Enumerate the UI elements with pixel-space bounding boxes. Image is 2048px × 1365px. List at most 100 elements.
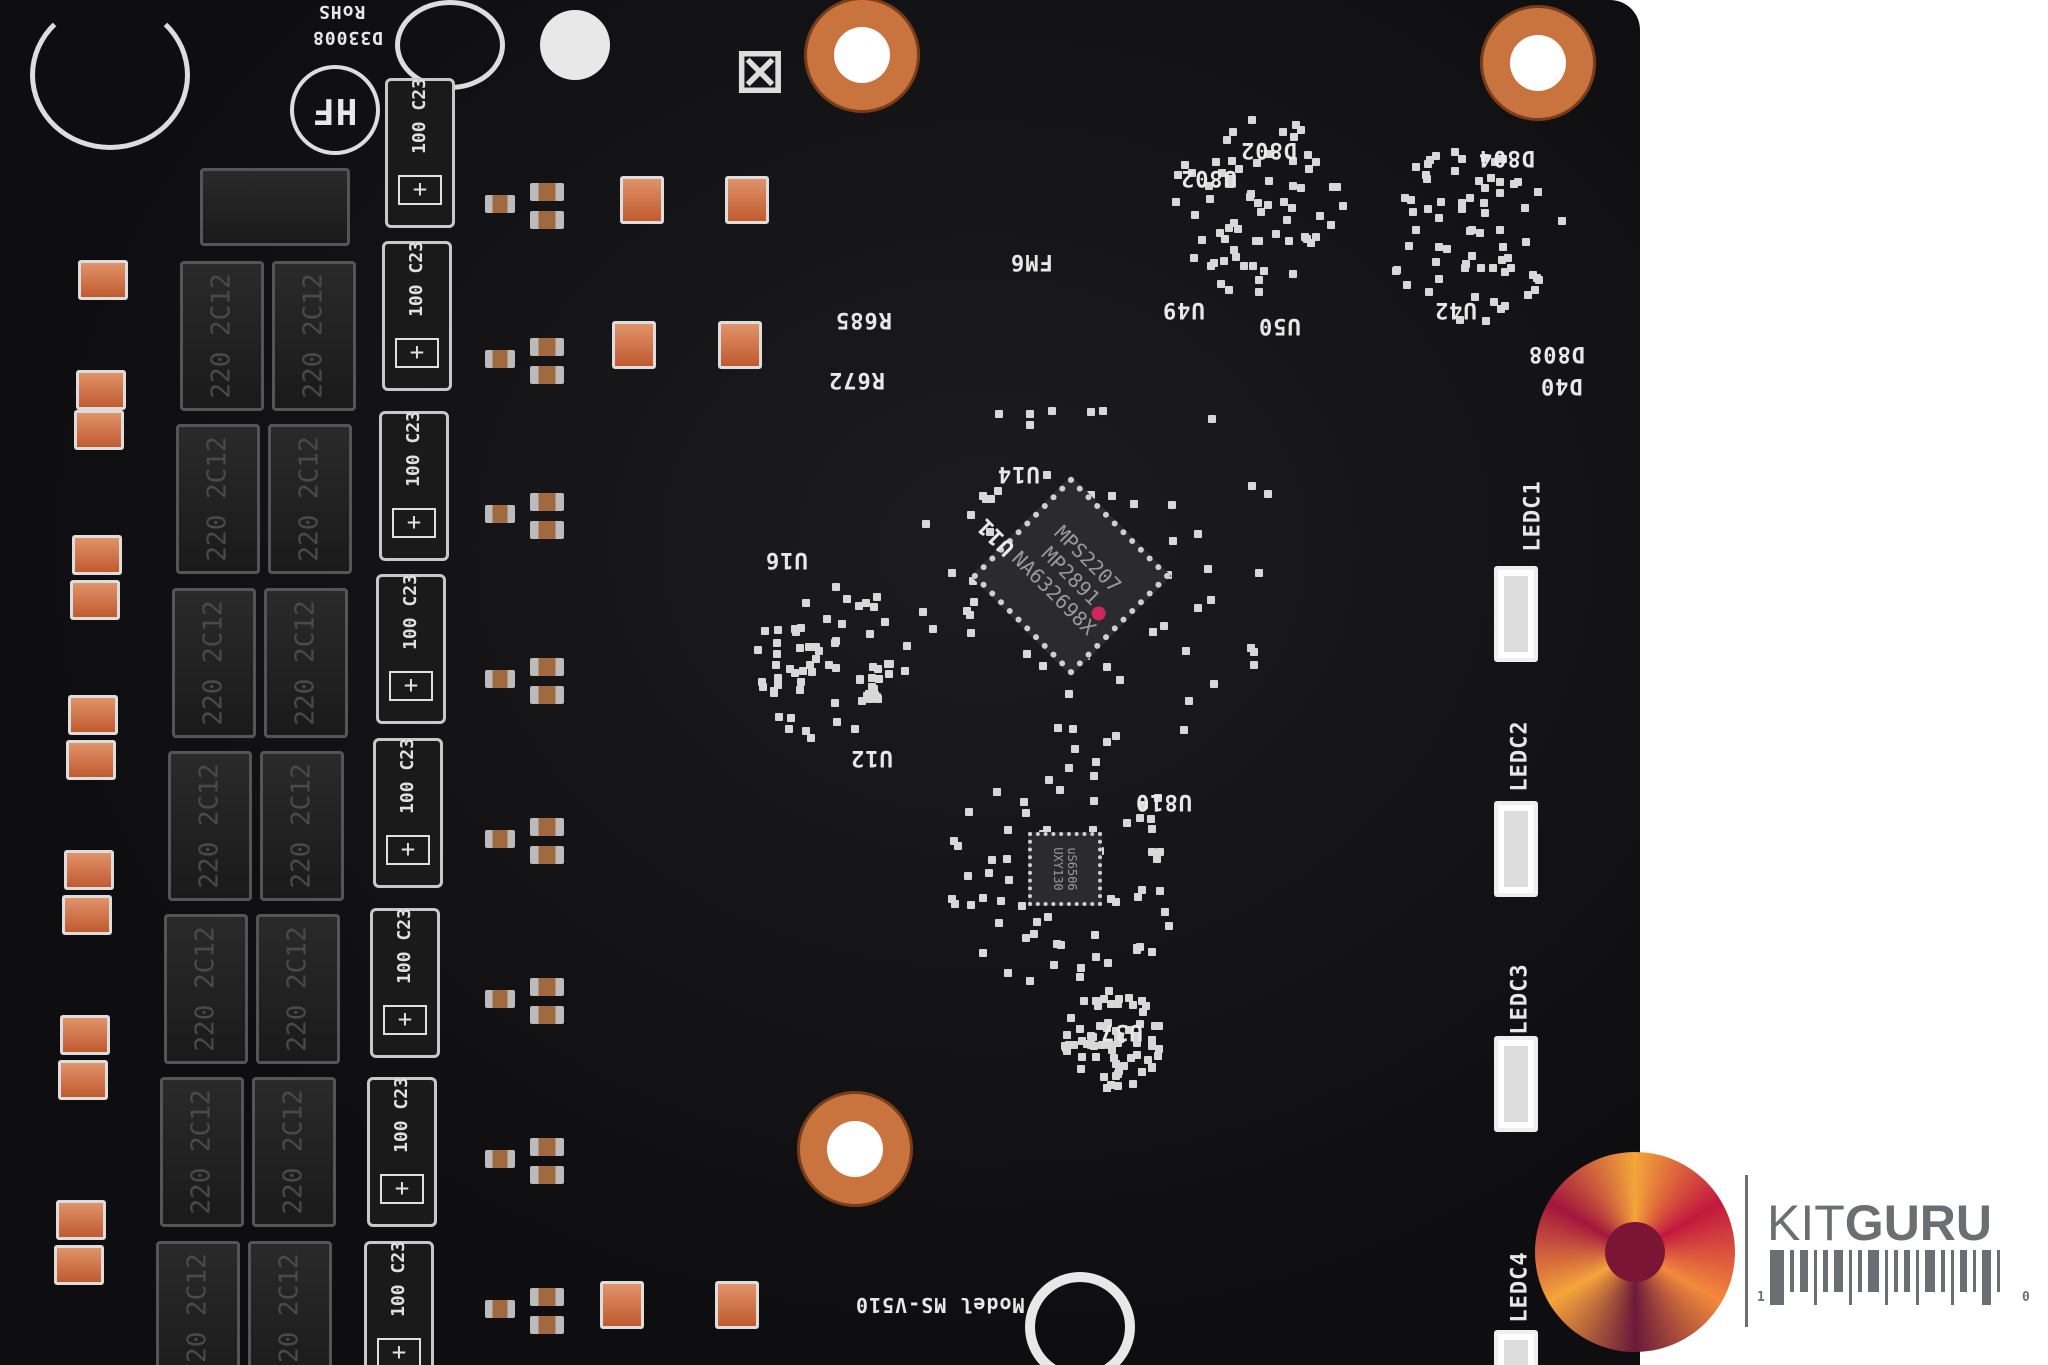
smd-resistor: [485, 830, 515, 848]
inductor: 220 2C12: [264, 588, 348, 738]
via: [806, 734, 815, 743]
via: [808, 668, 817, 677]
via: [842, 594, 851, 603]
inductor: 220 2C12: [252, 1077, 336, 1227]
via: [1053, 940, 1062, 949]
via: [1107, 1000, 1115, 1009]
via: [1288, 204, 1297, 213]
smd-capacitor: [530, 1138, 564, 1156]
via: [1265, 149, 1274, 158]
inductor-marking: 220 2C12: [207, 273, 238, 399]
via: [1480, 209, 1489, 218]
via: [753, 646, 762, 655]
via: [1328, 182, 1337, 191]
via: [1456, 315, 1465, 324]
solder-pad: [76, 370, 126, 410]
label-d808: D808: [1528, 341, 1585, 366]
via: [1138, 886, 1147, 895]
via: [1229, 246, 1238, 255]
via: [1171, 197, 1180, 206]
label-u49: U49: [1162, 297, 1205, 322]
barcode-bar: [1858, 1250, 1862, 1292]
via: [928, 625, 937, 634]
via: [1480, 153, 1489, 162]
label-ledc4: LEDC4: [1507, 1251, 1533, 1323]
polarity-mark: +: [398, 175, 442, 205]
capacitor-marking: 100 C23: [397, 738, 419, 814]
via: [1487, 174, 1496, 183]
via: [1153, 854, 1162, 863]
label-ledc2: LEDC2: [1507, 720, 1533, 792]
via: [1197, 236, 1206, 245]
smd-resistor: [485, 990, 515, 1008]
barcode-bar: [1982, 1250, 1991, 1305]
via: [1065, 1041, 1074, 1050]
via: [1065, 763, 1074, 772]
via: [1251, 236, 1260, 245]
via: [1093, 1002, 1102, 1010]
via: [1534, 276, 1543, 285]
via: [772, 650, 781, 659]
via: [1250, 647, 1259, 656]
via: [1185, 697, 1194, 706]
capacitor-marking: 100 C23: [409, 78, 431, 154]
via: [1140, 801, 1149, 810]
via: [1495, 225, 1504, 234]
barcode-bar: [1997, 1250, 2000, 1292]
via: [774, 674, 783, 683]
via: [1148, 848, 1157, 857]
via: [1148, 1041, 1157, 1050]
via: [1042, 471, 1051, 480]
via: [966, 901, 975, 909]
inductor: 220 2C12: [272, 261, 356, 411]
via: [1147, 815, 1156, 824]
via: [1156, 887, 1165, 896]
label-u802: U802: [1180, 165, 1237, 190]
barcode-bar: [1823, 1250, 1828, 1292]
via: [784, 724, 793, 733]
via: [1496, 177, 1505, 186]
via: [1112, 898, 1121, 907]
via: [1443, 244, 1452, 253]
via: [1169, 537, 1178, 546]
barcode-bar: [1951, 1250, 1954, 1305]
via: [996, 897, 1005, 906]
solder-pad: [600, 1281, 644, 1329]
via: [1405, 241, 1414, 250]
inductor-marking: 220 2C12: [279, 1089, 310, 1215]
polarity-mark: +: [386, 835, 430, 865]
via: [1106, 894, 1115, 903]
via: [1468, 251, 1476, 260]
via: [1194, 529, 1203, 538]
inductor: 220 2C12: [164, 914, 248, 1064]
polarity-mark: +: [380, 1174, 424, 1204]
via: [1232, 253, 1241, 262]
via: [1090, 930, 1099, 939]
via: [1103, 1019, 1112, 1028]
via: [1134, 893, 1143, 902]
via: [1049, 960, 1058, 969]
via: [1207, 414, 1216, 423]
via: [1285, 237, 1294, 246]
via: [1098, 406, 1107, 415]
via: [1141, 1002, 1150, 1011]
via: [1501, 267, 1510, 276]
via: [1470, 292, 1479, 301]
rohs-code-label: D33008: [312, 27, 384, 48]
inductor: 220 2C12: [160, 1077, 244, 1227]
via: [854, 602, 863, 611]
via: [830, 699, 839, 708]
via: [1112, 1027, 1121, 1036]
via: [1451, 166, 1460, 175]
solder-pad: [56, 1200, 106, 1240]
via: [1504, 253, 1513, 262]
via: [1400, 194, 1409, 203]
via: [1090, 772, 1099, 781]
via: [1100, 1073, 1109, 1082]
solder-pad: [725, 176, 769, 224]
via: [1089, 825, 1098, 834]
via: [1055, 786, 1064, 795]
via: [968, 576, 977, 585]
via: [1005, 875, 1014, 884]
via: [1282, 215, 1291, 224]
